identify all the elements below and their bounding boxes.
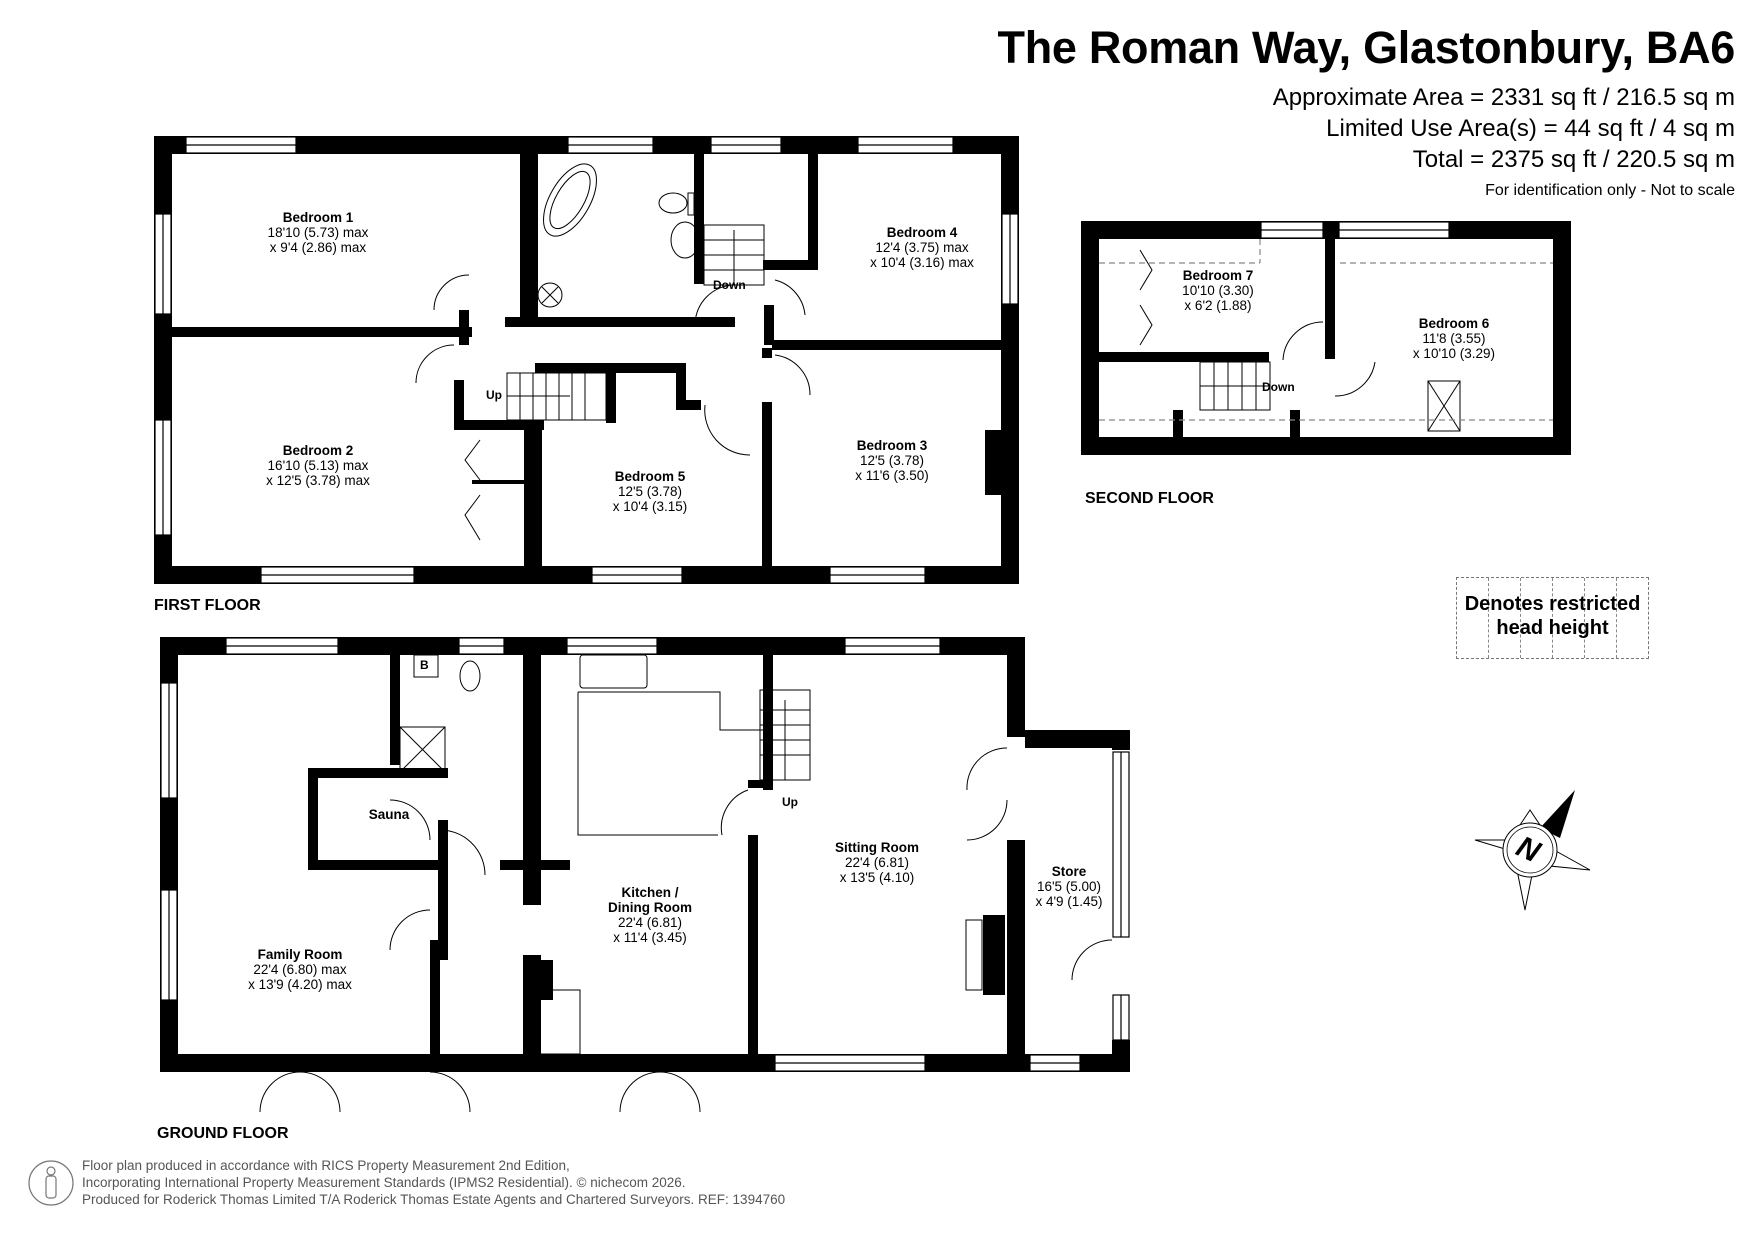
ground-floor-windows <box>160 637 1130 1072</box>
stairs-up-label: Up <box>486 388 502 402</box>
room-bedroom-4: Bedroom 4 12'4 (3.75) max x 10'4 (3.16) … <box>870 225 974 270</box>
restricted-head-height-legend: Denotes restricted head height <box>1456 577 1649 659</box>
legend-line-2: head height <box>1496 617 1609 639</box>
ground-floor-walls <box>160 637 1130 1072</box>
room-bedroom-6: Bedroom 6 11'8 (3.55) x 10'10 (3.29) <box>1412 316 1496 361</box>
ground-floor-label: GROUND FLOOR <box>157 1125 289 1142</box>
compass-rose <box>1474 790 1591 911</box>
disclaimer-note: For identification only - Not to scale <box>1485 182 1735 199</box>
footer-line-1: Floor plan produced in accordance with R… <box>82 1158 570 1173</box>
room-family-room: Family Room 22'4 (6.80) max x 13'9 (4.20… <box>248 947 352 992</box>
second-stairs-down-label: Down <box>1262 380 1295 394</box>
page-title: The Roman Way, Glastonbury, BA6 <box>997 22 1736 73</box>
footer-line-2: Incorporating International Property Mea… <box>82 1175 686 1190</box>
restricted-head-height-lines <box>1099 239 1553 421</box>
room-bedroom-3: Bedroom 3 12'5 (3.78) x 11'6 (3.50) <box>855 438 929 483</box>
first-floor-label: FIRST FLOOR <box>154 597 261 614</box>
room-bedroom-2: Bedroom 2 16'10 (5.13) max x 12'5 (3.78)… <box>266 443 370 488</box>
footer-line-3: Produced for Roderick Thomas Limited T/A… <box>82 1192 786 1207</box>
legend-line-1: Denotes restricted <box>1464 593 1641 615</box>
room-bedroom-1: Bedroom 1 18'10 (5.73) max x 9'4 (2.86) … <box>267 210 369 255</box>
limited-use-area: Limited Use Area(s) = 44 sq ft / 4 sq m <box>1326 115 1735 142</box>
second-floor-fixtures <box>1139 249 1461 432</box>
second-floor-label: SECOND FLOOR <box>1085 490 1214 507</box>
first-floor-fixtures <box>415 163 811 541</box>
room-sauna: Sauna <box>368 807 410 822</box>
second-floor-windows <box>1260 221 1450 239</box>
room-store: Store 16'5 (5.00) x 4'9 (1.45) <box>1035 864 1103 909</box>
ground-floor-fixtures <box>259 654 1113 1113</box>
first-floor-windows <box>154 136 1019 584</box>
room-kitchen-dining: Kitchen / Dining Room 22'4 (6.81) x 11'4… <box>608 885 692 945</box>
room-sitting-room: Sitting Room 22'4 (6.81) x 13'5 (4.10) <box>835 840 919 885</box>
total-area: Total = 2375 sq ft / 220.5 sq m <box>1412 146 1735 173</box>
room-bedroom-7: Bedroom 7 10'10 (3.30) x 6'2 (1.88) <box>1182 268 1254 313</box>
approximate-area: Approximate Area = 2331 sq ft / 216.5 sq… <box>1272 84 1735 111</box>
ground-stairs-up-label: Up <box>782 795 798 809</box>
boiler-label: B <box>420 658 429 672</box>
footer-text: Floor plan produced in accordance with R… <box>82 1157 785 1208</box>
room-bedroom-5: Bedroom 5 12'5 (3.78) x 10'4 (3.15) <box>612 469 688 514</box>
first-floor-walls <box>154 136 1019 584</box>
stairs-down-label: Down <box>713 278 746 292</box>
person-scale-icon <box>28 1160 74 1206</box>
